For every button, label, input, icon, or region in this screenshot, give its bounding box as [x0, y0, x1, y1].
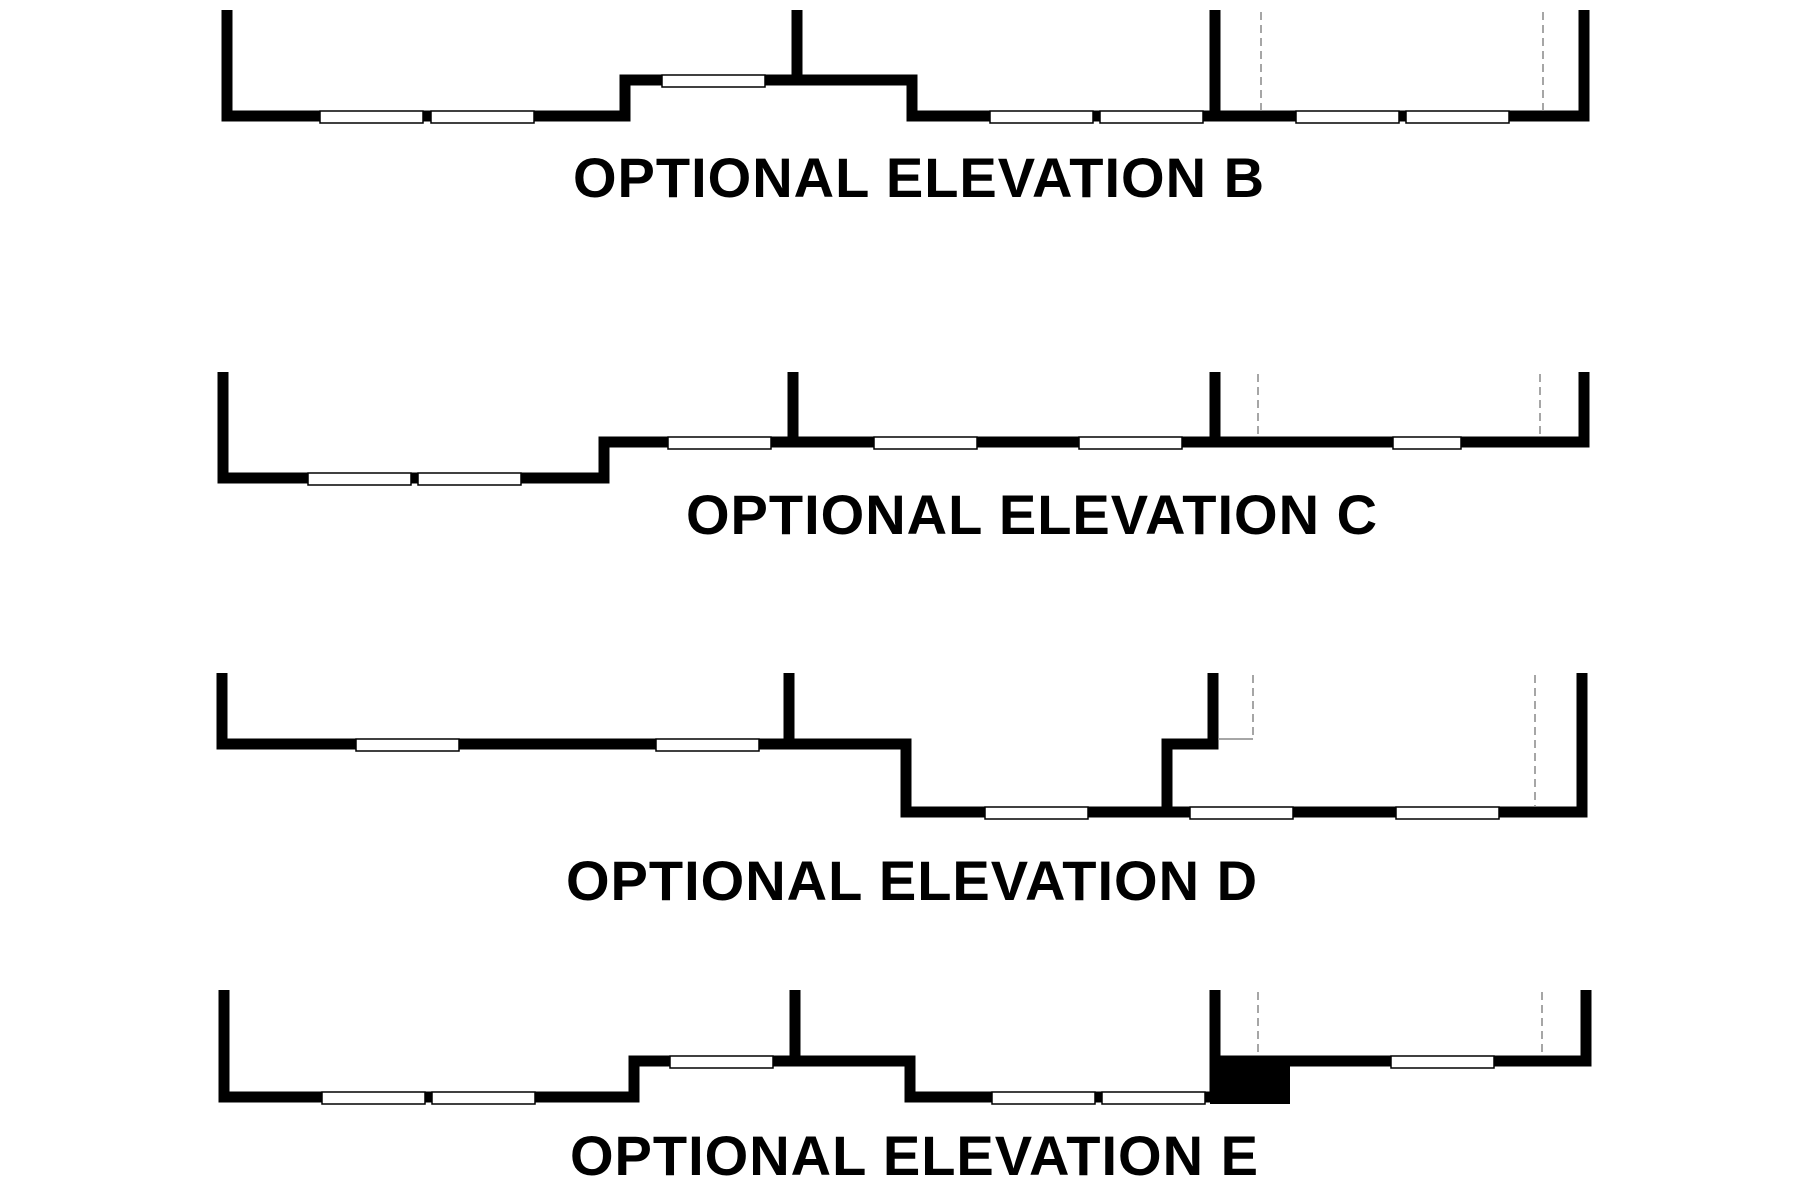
- window: [319, 110, 424, 124]
- window: [873, 436, 978, 450]
- elevation-c-wall-mid: [793, 372, 1221, 448]
- window: [1101, 1091, 1206, 1105]
- elevation-d-wall-mid: [789, 673, 1219, 818]
- window: [1405, 110, 1510, 124]
- window: [669, 1055, 774, 1069]
- elevation-d-wall-left: [216, 673, 795, 750]
- elevation-d-caption: OPTIONAL ELEVATION D: [566, 849, 1259, 912]
- window: [655, 738, 760, 752]
- elevation-c-windows: [307, 436, 1462, 486]
- elevation-e-wall-left: [218, 990, 801, 1103]
- elevation-c-garage-lines: [1257, 374, 1541, 437]
- elevation-d-wall-right: [1167, 673, 1588, 818]
- window: [430, 110, 535, 124]
- window: [1395, 806, 1500, 820]
- window: [989, 110, 1094, 124]
- elevation-b-windows: [319, 74, 1510, 124]
- elevation-b-wall-right: [1215, 10, 1590, 122]
- elevation-c-caption: OPTIONAL ELEVATION C: [686, 483, 1379, 546]
- elevation-e-wall-right: [1215, 990, 1592, 1067]
- elevation-d-plan: [216, 673, 1588, 818]
- elevation-b-garage-lines: [1260, 12, 1544, 112]
- window: [667, 436, 772, 450]
- window: [1078, 436, 1183, 450]
- elevation-b-plan: [221, 10, 1590, 122]
- window: [991, 1091, 1096, 1105]
- window: [307, 472, 412, 486]
- window: [661, 74, 766, 88]
- elevation-e-windows: [321, 1055, 1495, 1105]
- elevation-d-garage-lines: [1218, 675, 1536, 807]
- window: [1392, 436, 1462, 450]
- window: [417, 472, 522, 486]
- elevation-e-wall-mid: [795, 990, 1221, 1103]
- elevation-e-solid-block: [1210, 1056, 1290, 1104]
- elevation-e-caption: OPTIONAL ELEVATION E: [570, 1124, 1259, 1187]
- window: [1295, 110, 1400, 124]
- elevation-b-wall-mid: [797, 10, 1221, 122]
- window: [355, 738, 460, 752]
- elevation-c-wall-right: [1215, 372, 1590, 448]
- elevation-c-wall-left: [217, 372, 799, 484]
- window: [1099, 110, 1204, 124]
- elevation-c-plan: [217, 372, 1590, 484]
- elevation-e-garage-lines: [1257, 992, 1543, 1056]
- elevation-e-plan: [218, 990, 1592, 1103]
- window: [1189, 806, 1294, 820]
- elevation-b-caption: OPTIONAL ELEVATION B: [573, 146, 1266, 209]
- elevation-b-wall-left: [221, 10, 803, 122]
- window: [1390, 1055, 1495, 1069]
- window: [431, 1091, 536, 1105]
- elevation-d-windows: [355, 738, 1500, 820]
- window: [984, 806, 1089, 820]
- window: [321, 1091, 426, 1105]
